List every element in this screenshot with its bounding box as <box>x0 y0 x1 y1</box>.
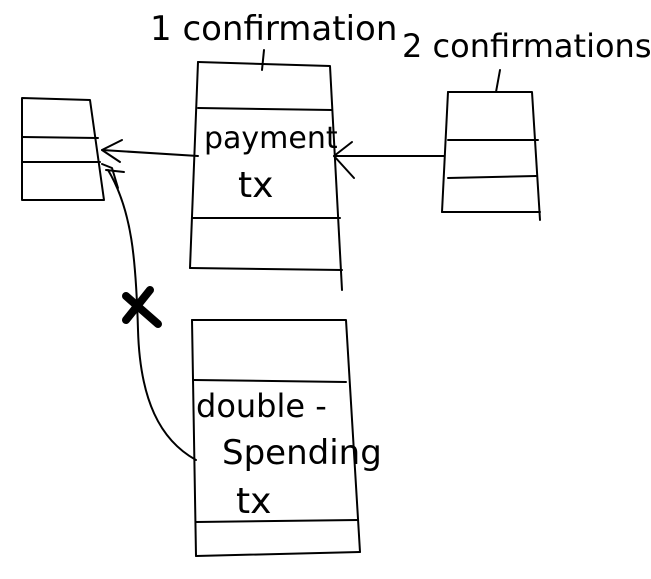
x-mark-stroke-2 <box>122 286 154 324</box>
double-spending-block-divider-top <box>193 379 347 383</box>
payment-block-right-edge <box>197 61 343 291</box>
payment-block-divider-top <box>197 107 333 111</box>
arrow-head <box>333 141 355 179</box>
previous-block-divider-1 <box>21 136 99 139</box>
next-to-payment-arrow <box>333 141 445 179</box>
double-spending-block-right-edge <box>191 319 361 553</box>
next-block-right-edge <box>447 91 541 221</box>
arrow-head <box>101 139 123 163</box>
x-mark <box>122 286 162 328</box>
double-spending-block-left-edge <box>191 319 197 557</box>
double-spending-block-divider-bottom <box>195 519 359 523</box>
previous-block-outline <box>21 97 105 201</box>
double-spending-block-bottom-edge <box>195 551 361 557</box>
double-label: double - <box>196 387 327 425</box>
double-spending-to-previous-arrow <box>101 163 197 461</box>
payment-block-left-edge <box>189 61 199 269</box>
next-block-left-edge <box>441 91 449 213</box>
payment-block <box>189 61 343 291</box>
arrow-head <box>101 163 125 189</box>
payment-tx-label: tx <box>238 165 274 206</box>
spending-label: Spending <box>222 433 382 473</box>
two-confirmations-label: 2 confirmations <box>402 27 651 65</box>
next-block <box>441 91 541 221</box>
one-confirmation-label: 1 confirmation <box>150 9 398 49</box>
payment-block-bottom-edge <box>189 267 343 271</box>
double-spending-block <box>191 319 361 557</box>
payment-to-previous-arrow <box>101 139 199 163</box>
previous-block <box>21 97 105 201</box>
payment-label: payment <box>204 121 338 156</box>
arrow-curve <box>107 169 197 461</box>
next-block-divider-2 <box>447 175 537 179</box>
one-confirmation-leader <box>261 49 265 71</box>
double-spending-tx-label: tx <box>236 481 272 522</box>
x-mark-stroke-1 <box>122 292 162 328</box>
arrow-shaft <box>101 149 199 157</box>
two-confirmations-leader <box>495 69 501 93</box>
